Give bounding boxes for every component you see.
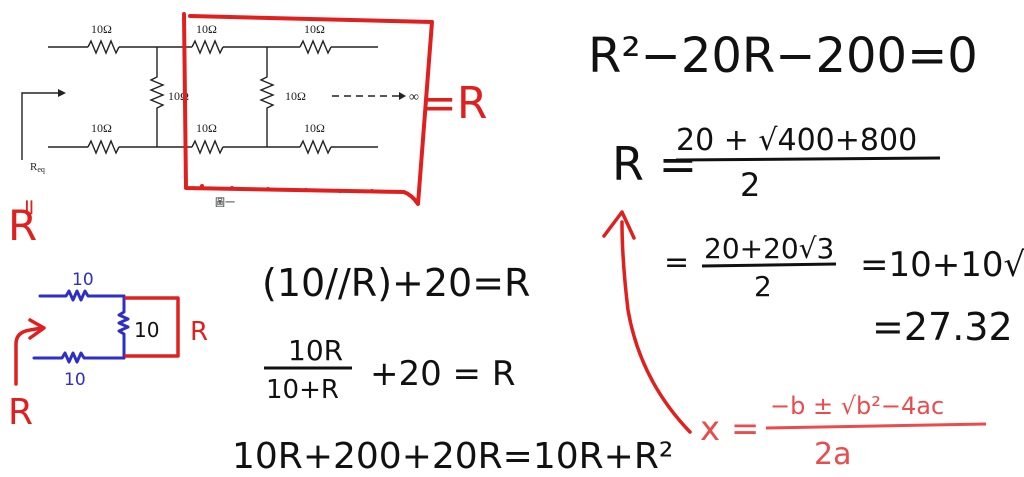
infinity-symbol: ∞ (409, 90, 419, 105)
quadratic-formula: x = −b ± √b²−4ac 2a (700, 392, 987, 472)
resistor-label-bottom-3: 10Ω (304, 121, 325, 135)
step-numerator: 20+20√3 (704, 232, 834, 265)
equals-r-annotation: =R (420, 78, 487, 129)
resistor-label-bottom-1: 10Ω (91, 121, 112, 135)
resistor-label-bottom-2: 10Ω (196, 121, 217, 135)
solution-numerator: 20 + √400+800 (676, 123, 917, 158)
resistor-label-top-3: 10Ω (304, 22, 325, 36)
equation-2-numerator: 10R (288, 334, 343, 367)
step-fraction-bar (701, 262, 837, 268)
r-left-annotation: R (8, 201, 37, 250)
resistor-label-shunt-2: 10Ω (285, 89, 306, 103)
sketch-r-input: R (8, 392, 33, 433)
resistor-label-top-2: 10Ω (196, 22, 217, 36)
ladder-circuit: 10Ω 10Ω 10Ω 10Ω 10Ω 10Ω 10Ω 10Ω ∞ Req 圖一 (21, 22, 419, 209)
equation-2-denominator: 10+R (266, 375, 339, 405)
resistor-label-top-1: 10Ω (91, 22, 112, 36)
formula-numerator: −b ± √b²−4ac (770, 392, 944, 420)
middle-equations: (10//R)+20=R 10R 10+R +20 = R 10R+200+20… (232, 261, 673, 477)
formula-fraction-bar (765, 422, 987, 430)
sketch-middle-resistor-label: 10 (134, 318, 159, 342)
equation-parallel: (10//R)+20=R (262, 261, 530, 305)
equation-quadratic: R²−20R−200=0 (588, 28, 978, 84)
equivalent-sketch: 10 10 10 R R (8, 270, 208, 433)
vertical-equals: = (16, 198, 41, 216)
red-selection-box: =R (182, 12, 487, 206)
figure-caption: 圖一 (215, 197, 235, 209)
solution-lhs: R = (612, 137, 697, 191)
formula-lhs: x = (700, 409, 759, 449)
step-result: =10+10√3 (860, 245, 1024, 285)
equation-expanded: 10R+200+20R=10R+R² (232, 436, 673, 477)
approx-result: =27.32 (872, 305, 1013, 349)
step-denominator: 2 (754, 270, 772, 303)
solution-denominator: 2 (740, 166, 760, 204)
solution-fraction-bar (675, 156, 941, 162)
formula-denominator: 2a (814, 437, 851, 472)
sketch-bottom-resistor-label: 10 (64, 370, 86, 390)
right-equations: R²−20R−200=0 R = 20 + √400+800 2 = 20+20… (588, 28, 1024, 472)
req-label: Req (30, 161, 45, 174)
step-equals: = (664, 245, 689, 280)
sketch-top-resistor-label: 10 (72, 270, 94, 290)
equation-2-rest: +20 = R (370, 354, 515, 394)
sketch-r-load: R (190, 317, 208, 347)
